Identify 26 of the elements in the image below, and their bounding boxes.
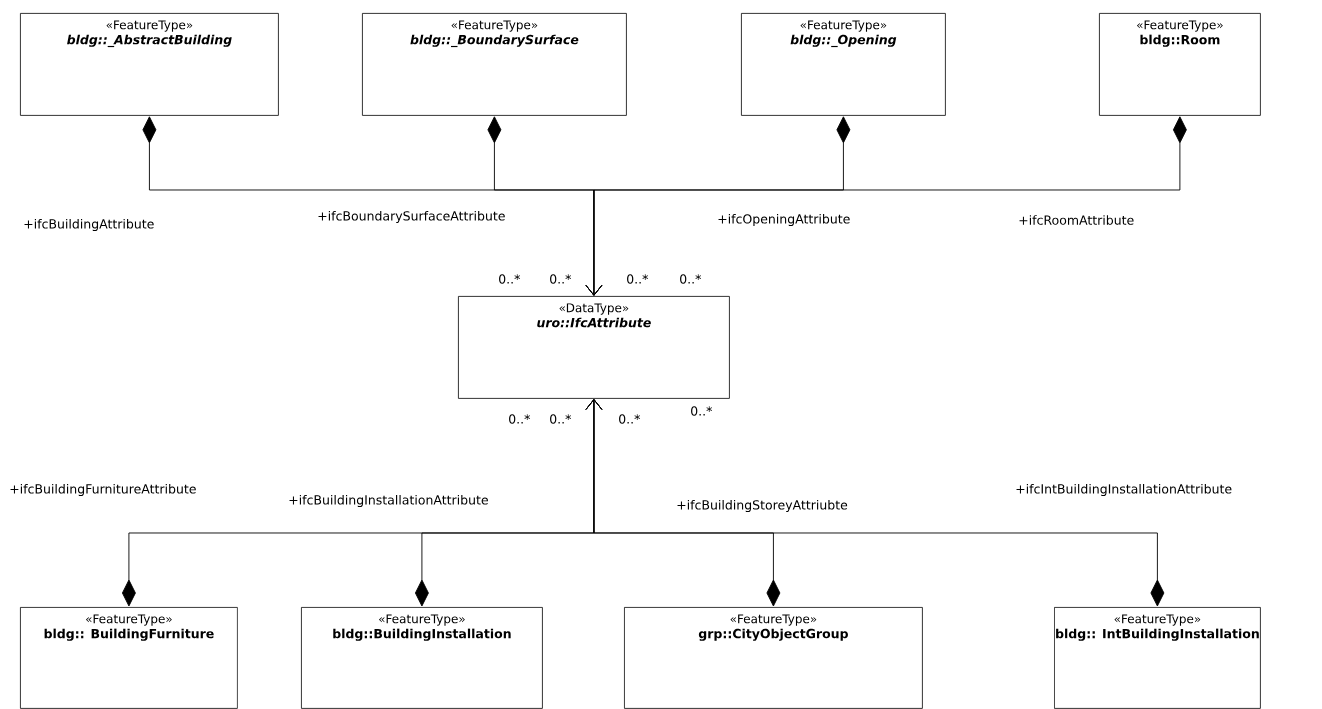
multiplicity-label: 0..*: [509, 414, 530, 424]
class-box: «DataType» uro::IfcAttribute: [458, 296, 730, 399]
class-box: «FeatureType» bldg::BuildingInstallation: [301, 607, 543, 709]
class-box: «FeatureType» bldg::_Opening: [741, 13, 946, 116]
class-box: «FeatureType» bldg::Room: [1099, 13, 1261, 116]
multiplicity-label: 0..*: [550, 274, 571, 284]
class-box: «FeatureType» bldg::_BoundarySurface: [362, 13, 627, 116]
multiplicity-label: 0..*: [619, 414, 640, 424]
multiplicity-label: 0..*: [680, 274, 701, 284]
multiplicity-label: 0..*: [550, 414, 571, 424]
edge-label: +ifcBoundarySurfaceAttribute: [316, 209, 507, 225]
multiplicity-label: 0..*: [627, 274, 648, 284]
edge-label: +ifcBuildingInstallationAttribute: [287, 493, 490, 509]
edge-label: +ifcBuildingFurnitureAttribute: [8, 482, 198, 498]
composition-arrow: [585, 399, 1165, 607]
edge-label: +ifcRoomAttribute: [1017, 214, 1136, 226]
class-box: «FeatureType» grp::CityObjectGroup: [624, 607, 923, 709]
edge-label: +ifcBuildingAttribute: [22, 217, 156, 233]
class-box: «FeatureType» bldg:: IntBuildingInstallation: [1054, 607, 1261, 709]
composition-arrow: [585, 116, 1187, 296]
class-box: «FeatureType» bldg::_AbstractBuilding: [20, 13, 279, 116]
edge-label: +ifcBuildingStoreyAttriubte: [675, 498, 849, 514]
class-box: «FeatureType» bldg:: BuildingFurniture: [20, 607, 238, 709]
edge-label: +ifcOpeningAttribute: [716, 212, 852, 228]
edge-label: +ifcIntBuildingInstallationAttribute: [1014, 482, 1234, 498]
multiplicity-label: 0..*: [499, 274, 520, 284]
